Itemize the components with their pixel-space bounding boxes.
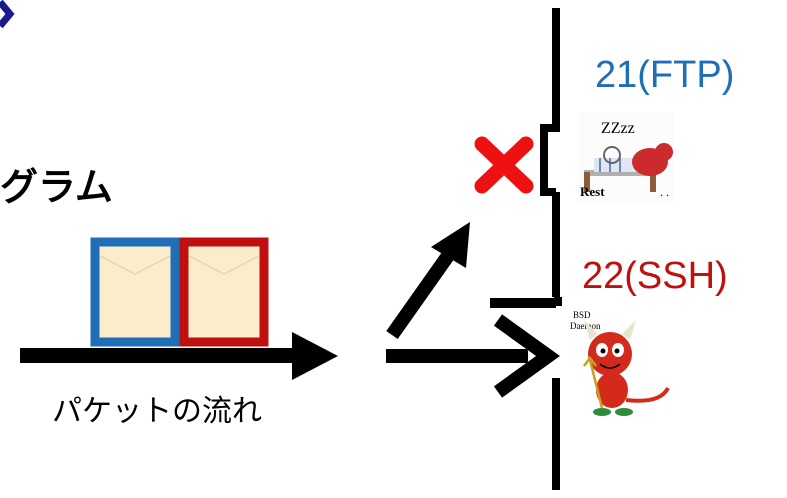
port-wall bbox=[490, 8, 562, 490]
packet-flow-label: パケットの流れ bbox=[52, 394, 262, 429]
svg-text:. .: . . bbox=[660, 185, 669, 199]
sleeping-daemon-image: ZZzz Rest . . bbox=[578, 112, 674, 202]
packet-blue bbox=[90, 237, 180, 347]
packet-flow-arrow bbox=[20, 332, 338, 380]
blocked-x-mark-icon bbox=[474, 136, 534, 194]
ssh-path-arrow bbox=[386, 314, 560, 398]
bsd-caption-line2: Daemon bbox=[570, 321, 601, 331]
port-ftp-label: 21(FTP) bbox=[595, 54, 735, 96]
packet-red bbox=[179, 237, 269, 347]
blocked-path-arrow bbox=[386, 222, 470, 340]
bsd-caption-line1: BSD bbox=[573, 310, 591, 320]
bsd-daemon-image: BSD Daemon bbox=[570, 310, 670, 416]
port-ssh-label: 22(SSH) bbox=[582, 255, 728, 297]
rest-sign-text: Rest bbox=[580, 184, 605, 199]
zzz-text: ZZzz bbox=[601, 120, 635, 137]
corner-chevron-icon bbox=[0, 0, 15, 29]
program-label-fragment: グラム bbox=[0, 165, 113, 209]
